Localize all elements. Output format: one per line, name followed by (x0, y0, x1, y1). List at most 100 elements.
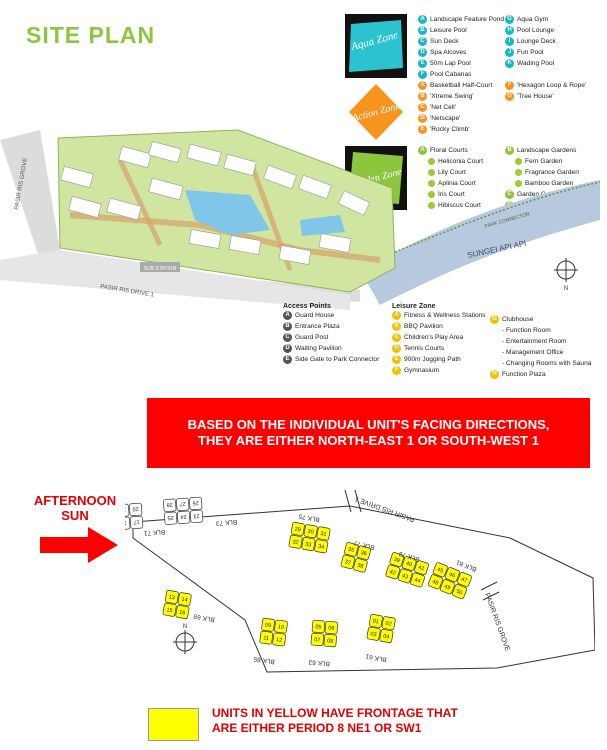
unit-number: 06 (328, 625, 335, 632)
legend-key-badge: E (418, 58, 427, 68)
unit-cell (189, 509, 204, 524)
clubhouse-sub-item: - Changing Rooms with Sauna (502, 360, 592, 367)
site-plan-map: SUB STATION PASIR RIS GROVE PASIR RIS DR… (0, 129, 600, 310)
legend-key-badge: D (418, 47, 427, 57)
legend-key-badge: B (418, 25, 427, 35)
unit-number: 49 (443, 584, 451, 592)
legend-label: 'Tree House' (517, 93, 554, 100)
legend-label: Aplinia Court (438, 180, 476, 187)
legend-label: 'Hexagon Loop & Rope' (517, 82, 587, 89)
unit-number: 13 (168, 594, 175, 601)
svg-text:N: N (183, 624, 187, 630)
unit-cell (427, 574, 444, 590)
unit-cell (288, 534, 303, 549)
unit-number: 46 (448, 572, 456, 580)
legend-key-badge: C (418, 36, 427, 46)
unit-cell (414, 560, 429, 575)
lap-pool (300, 215, 345, 236)
svg-text:N: N (564, 286, 568, 292)
garden-sub-item: Fragrance Garden (505, 167, 579, 178)
unit-number: 35 (347, 547, 354, 554)
action-legend-col2: F'Hexagon Loop & Rope'G'Tree House' (505, 80, 586, 102)
unit-cell (259, 630, 274, 645)
action-zone-tile: Action Zone (345, 80, 407, 144)
legend-label: Fern Garden (525, 158, 563, 165)
unit-number: 23 (193, 512, 200, 518)
legend-key-badge: D (418, 113, 427, 123)
unit-cell (366, 626, 381, 641)
legend-label: 900m Jogging Path (404, 356, 461, 363)
legend-sub-dot (428, 179, 435, 187)
legend-key-badge: H (490, 369, 499, 379)
unit-number: 26 (192, 499, 199, 505)
unit-number: 45 (436, 567, 444, 575)
unit-cell (290, 521, 305, 536)
garden-sub-item: Aplinia Court (418, 178, 483, 189)
unit-cell (439, 579, 456, 595)
block-label: BLK 73 (215, 518, 237, 526)
legend-label: Side Gate to Park Connector (295, 356, 380, 363)
unit-cell (323, 633, 337, 648)
legend-label: 'Rocky Climb' (430, 126, 470, 133)
unit-cell (368, 613, 383, 628)
action-legend-item: F'Hexagon Loop & Rope' (505, 80, 586, 91)
unit-number: 09 (265, 622, 272, 629)
unit-number: 31 (320, 531, 327, 538)
unit-number: 32 (292, 539, 299, 546)
block-label: BLK 75 (298, 512, 321, 523)
legend-label: Gymnasium (404, 367, 440, 374)
yellow-note-line-1: UNITS IN YELLOW HAVE FRONTAGE THAT (212, 706, 458, 720)
unit-number: 24 (180, 513, 187, 519)
legend-key-badge: B (418, 91, 427, 101)
unit-number: 40 (405, 561, 413, 569)
unit-cell (381, 616, 396, 631)
unit-number: 02 (385, 621, 392, 628)
block-label: BLK 63 (308, 658, 330, 667)
unit-cell (176, 497, 190, 511)
unit-number: 48 (431, 579, 439, 587)
legend-key-badge: H (505, 25, 514, 35)
unit-cell (129, 502, 143, 517)
legend-label: Fragrance Garden (525, 169, 579, 176)
unit-number: 43 (401, 573, 409, 581)
legend-label: Guard Post (295, 334, 329, 341)
afternoon-sun-label: AFTERNOON SUN (30, 493, 120, 523)
unit-number: 30 (307, 529, 314, 536)
legend-label: Aqua Gym (517, 16, 549, 23)
legend-label: 'Net Cell' (430, 104, 456, 111)
unit-number: 28 (166, 501, 173, 507)
legend-label: Pool Lounge (517, 27, 555, 34)
legend-key-badge: A (418, 14, 427, 24)
unit-cell (301, 537, 316, 551)
unit-number: 37 (344, 559, 351, 566)
pool (185, 190, 270, 235)
legend-key-badge: F (505, 80, 514, 90)
afternoon-line-2: SUN (61, 508, 89, 523)
unit-number: 14 (181, 597, 188, 604)
legend-label: Iris Court (438, 191, 465, 198)
unit-cell (316, 526, 331, 541)
unit-cell (164, 511, 178, 525)
unit-block: 171819202122 (125, 502, 144, 530)
clubhouse-sub-item: - Management Office (502, 349, 564, 356)
legend-sub-dot (428, 190, 435, 198)
unit-cell (162, 602, 177, 617)
unit-cell (410, 572, 425, 588)
yellow-units-note: UNITS IN YELLOW HAVE FRONTAGE THAT ARE E… (212, 706, 458, 736)
